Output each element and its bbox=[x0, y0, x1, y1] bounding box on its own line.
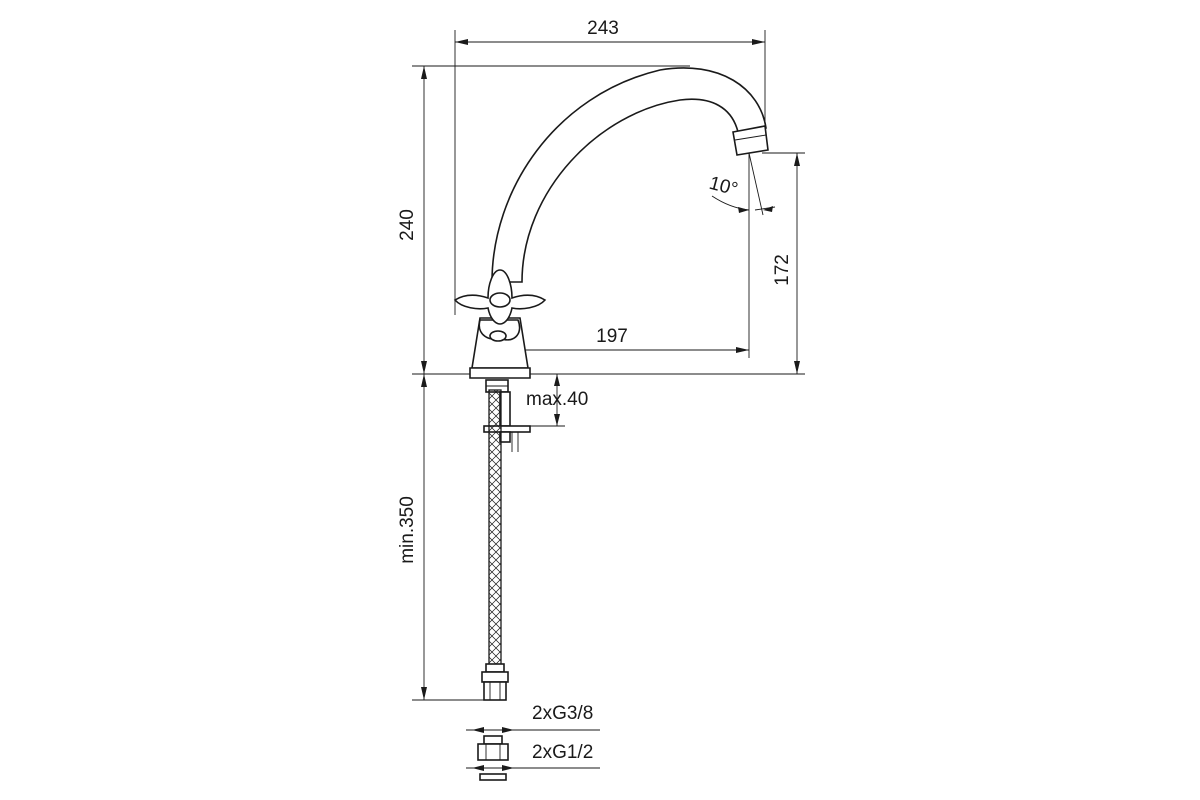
thread-g38-detail: 2xG3/8 bbox=[466, 703, 600, 761]
label-197: 197 bbox=[596, 326, 628, 347]
faucet-body bbox=[469, 317, 531, 379]
dimension-max-40: max.40 bbox=[526, 374, 588, 426]
label-172: 172 bbox=[772, 254, 793, 286]
dimension-min-350: min.350 bbox=[397, 374, 427, 700]
label-243: 243 bbox=[587, 18, 619, 39]
label-max-40: max.40 bbox=[526, 389, 588, 410]
braided-hose bbox=[481, 389, 509, 701]
cross-handle[interactable] bbox=[453, 269, 547, 325]
dimension-172: 172 bbox=[772, 153, 800, 374]
label-2xg3-8: 2xG3/8 bbox=[532, 703, 593, 724]
thread-g12-detail: 2xG1/2 bbox=[466, 742, 600, 781]
dimension-243: 243 bbox=[455, 18, 765, 45]
label-2xg1-2: 2xG1/2 bbox=[532, 742, 593, 763]
label-240: 240 bbox=[397, 209, 418, 241]
dimension-240: 240 bbox=[397, 66, 427, 374]
label-min-350: min.350 bbox=[397, 496, 418, 564]
faucet-spout bbox=[491, 67, 769, 283]
dimension-197: 197 bbox=[500, 326, 749, 353]
dimension-angle-10: 10° bbox=[707, 152, 776, 216]
